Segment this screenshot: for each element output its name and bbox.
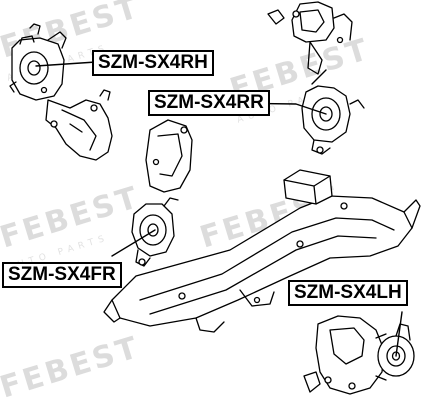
mount-lh-drawing (303, 315, 415, 395)
part-label-szm-sx4lh: SZM-SX4LH (288, 280, 408, 306)
part-label-szm-sx4rh: SZM-SX4RH (92, 50, 214, 76)
mount-rr-drawing (267, 1, 365, 155)
mount-rh-drawing (9, 23, 113, 161)
mount-fr-drawing (131, 197, 179, 267)
part-label-szm-sx4fr: SZM-SX4FR (2, 262, 122, 288)
crossmember-block-drawing (283, 169, 333, 205)
crossmember-drawing (103, 195, 421, 333)
part-label-szm-sx4rr: SZM-SX4RR (148, 90, 270, 116)
bracket-center-drawing (145, 105, 193, 193)
